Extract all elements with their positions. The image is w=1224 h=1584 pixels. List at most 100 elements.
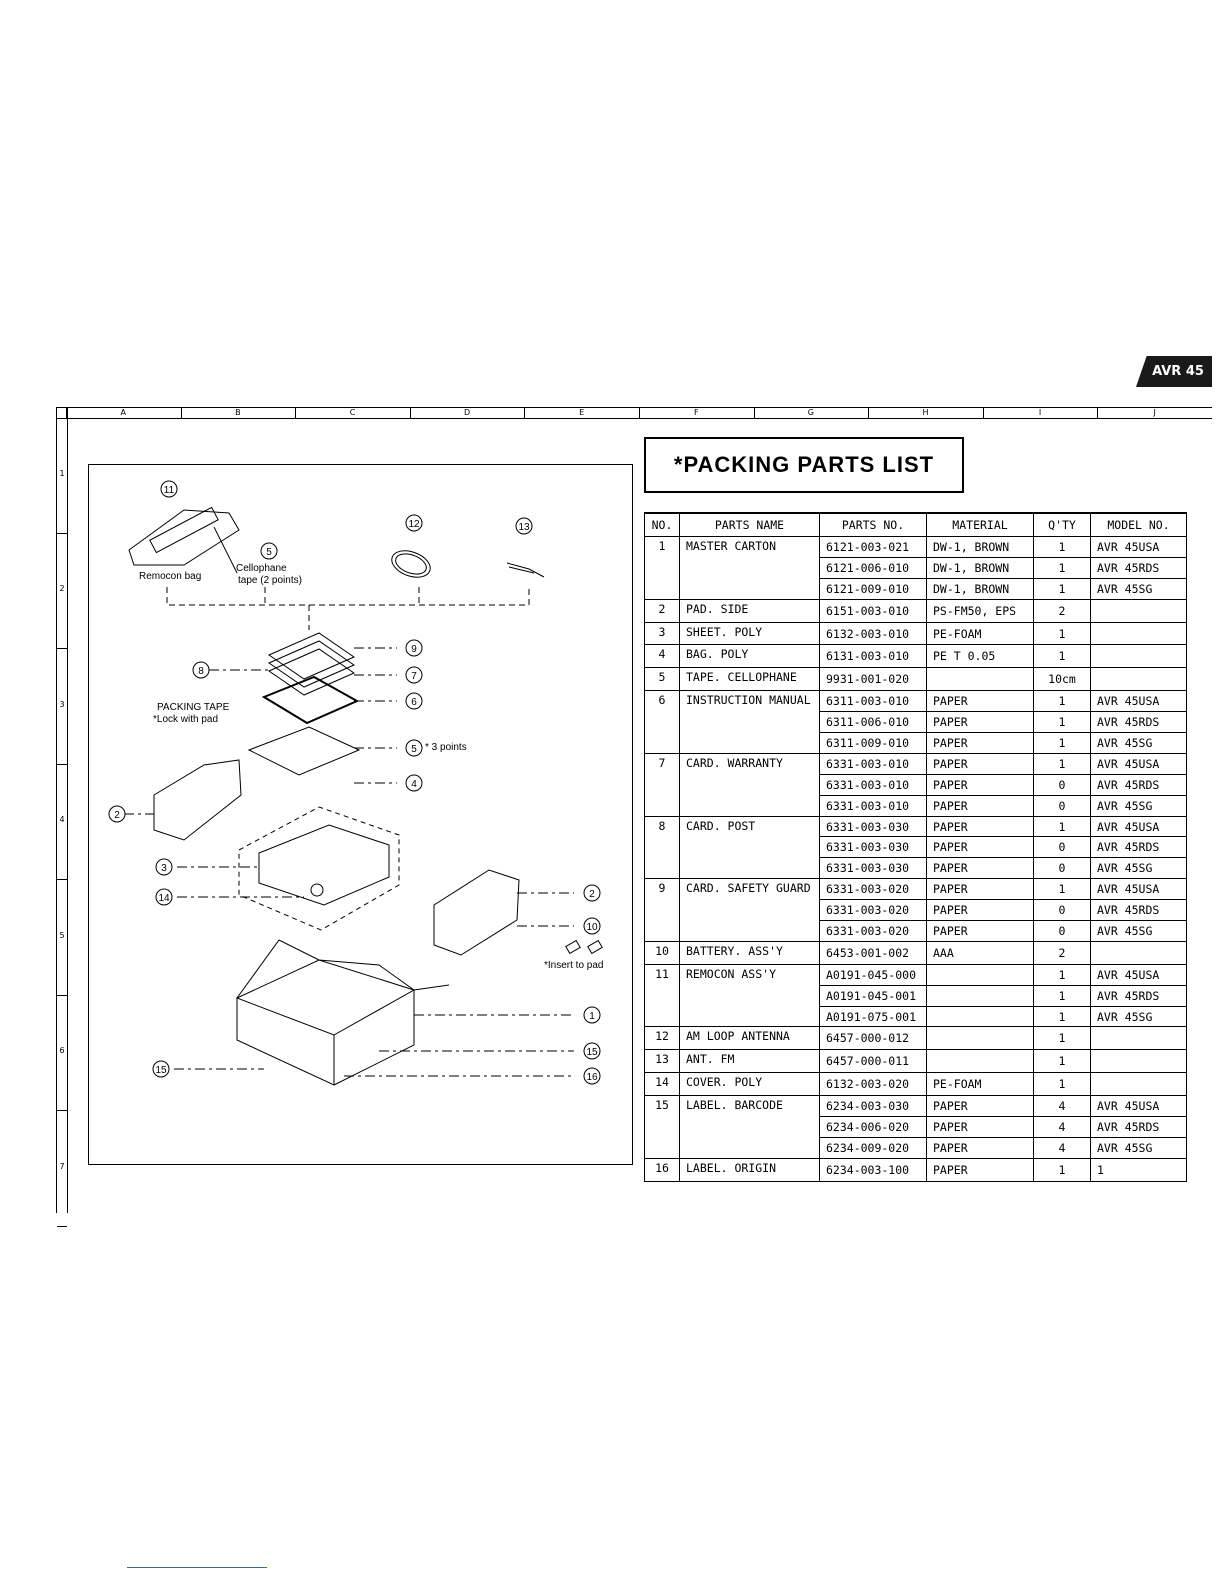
cell-model-no: AVR 45SG [1090, 1005, 1187, 1028]
cell-model-no: AVR 45RDS [1090, 773, 1187, 796]
cell-parts-name: LABEL. BARCODE [679, 1095, 820, 1159]
cell-parts-no: 6331-003-020 [819, 899, 927, 922]
cell-parts-no: 6131-003-010 [819, 644, 927, 669]
cell-material [926, 984, 1034, 1007]
cell-parts-name: BAG. POLY [679, 644, 820, 669]
cell-material: PAPER [926, 711, 1034, 734]
cell-model-no: AVR 45USA [1090, 1095, 1187, 1118]
cell-parts-name: CARD. WARRANTY [679, 752, 820, 817]
cell-no: 12 [644, 1026, 680, 1051]
table-header-row: NO. PARTS NAME PARTS NO. MATERIAL Q'TY M… [644, 512, 1187, 537]
cell-parts-no: 6234-009-020 [819, 1136, 927, 1159]
cell-model-no [1090, 1049, 1187, 1074]
fm-antenna-shape [506, 562, 545, 578]
column-tick [180, 408, 182, 418]
callout-13: 13 [515, 517, 533, 535]
column-letter: F [693, 408, 699, 417]
cell-model-no [1090, 1072, 1187, 1097]
cell-qty: 1 [1033, 963, 1091, 986]
cell-parts-name: SHEET. POLY [679, 621, 820, 646]
packing-parts-table: NO. PARTS NAME PARTS NO. MATERIAL Q'TY M… [644, 512, 1187, 1182]
cover-14 [238, 806, 400, 931]
column-letter: C [349, 408, 356, 417]
cell-model-no: AVR 45USA [1090, 536, 1187, 558]
label-cellophane-tape: tape (2 points) [238, 575, 302, 586]
cell-parts-no: 6331-003-030 [819, 836, 927, 859]
svg-text:4: 4 [411, 779, 417, 790]
cell-parts-no: 6457-000-011 [819, 1049, 927, 1074]
model-tab-label: AVR 45 [1152, 364, 1204, 379]
cell-model-no: AVR 45SG [1090, 857, 1187, 880]
cell-material [926, 1049, 1034, 1074]
cell-no: 5 [644, 667, 680, 692]
cell-qty: 4 [1033, 1116, 1091, 1138]
cell-parts-no: 6121-009-010 [819, 577, 927, 600]
row-number: 1 [59, 468, 65, 478]
cell-model-no [1090, 598, 1187, 623]
cell-qty: 10cm [1033, 667, 1091, 692]
cell-model-no: AVR 45USA [1090, 690, 1187, 713]
cell-qty: 1 [1033, 1005, 1091, 1028]
header-no: NO. [644, 512, 680, 537]
label-remocon-bag: Remocon bag [139, 571, 202, 582]
carton-right [333, 990, 415, 1086]
cell-no: 16 [644, 1157, 680, 1182]
cell-material: PAPER [926, 794, 1034, 817]
row-tick [57, 879, 67, 880]
callout-14: 14 [155, 888, 173, 906]
cell-material [926, 667, 1034, 692]
callout-15b: 15 [152, 1060, 170, 1078]
cell-qty: 0 [1033, 899, 1091, 922]
cell-no: 7 [644, 752, 680, 817]
cell-parts-name: COVER. POLY [679, 1072, 820, 1097]
cell-model-no [1090, 1026, 1187, 1051]
cell-parts-no: 6234-003-030 [819, 1095, 927, 1118]
column-letter: B [235, 408, 241, 417]
cell-qty: 1 [1033, 1157, 1091, 1182]
cell-no: 13 [644, 1049, 680, 1074]
cell-material: PS-FM50, EPS [926, 598, 1034, 623]
receiver [258, 824, 390, 906]
cell-parts-no: 6151-003-010 [819, 598, 927, 623]
cell-parts-no: 6311-006-010 [819, 711, 927, 734]
cell-material [926, 1005, 1034, 1028]
cell-material: PE-FOAM [926, 1072, 1034, 1097]
svg-text:2: 2 [114, 810, 120, 821]
label-three-points: * 3 points [425, 742, 467, 753]
cell-qty: 2 [1033, 940, 1091, 965]
cell-model-no: AVR 45SG [1090, 1136, 1187, 1159]
cell-parts-no: 6331-003-020 [819, 920, 927, 942]
cell-no: 11 [644, 963, 680, 1028]
cell-parts-no: A0191-045-001 [819, 984, 927, 1007]
callout-8: 8 [192, 661, 210, 679]
card-9 [267, 632, 356, 680]
column-letter: J [1153, 408, 1156, 417]
cell-qty: 0 [1033, 857, 1091, 880]
page-title: *PACKING PARTS LIST [644, 437, 964, 493]
cell-qty: 0 [1033, 920, 1091, 942]
cell-material: DW-1, BROWN [926, 577, 1034, 600]
column-tick [982, 408, 984, 418]
svg-text:5: 5 [266, 547, 272, 558]
cell-parts-name: INSTRUCTION MANUAL [679, 690, 820, 754]
remocon-shape [149, 506, 219, 554]
cell-parts-no: 6331-003-030 [819, 815, 927, 838]
cell-parts-no: 6453-001-002 [819, 940, 927, 965]
cell-material: DW-1, BROWN [926, 556, 1034, 579]
header-material: MATERIAL [926, 512, 1034, 537]
svg-text:1: 1 [589, 1011, 595, 1022]
cell-parts-no: 6311-009-010 [819, 732, 927, 754]
page-title-text: *PACKING PARTS LIST [673, 452, 935, 477]
cell-model-no: AVR 45RDS [1090, 1116, 1187, 1138]
cell-material: PAPER [926, 690, 1034, 713]
svg-text:13: 13 [518, 522, 530, 533]
row-number: 6 [59, 1046, 65, 1056]
